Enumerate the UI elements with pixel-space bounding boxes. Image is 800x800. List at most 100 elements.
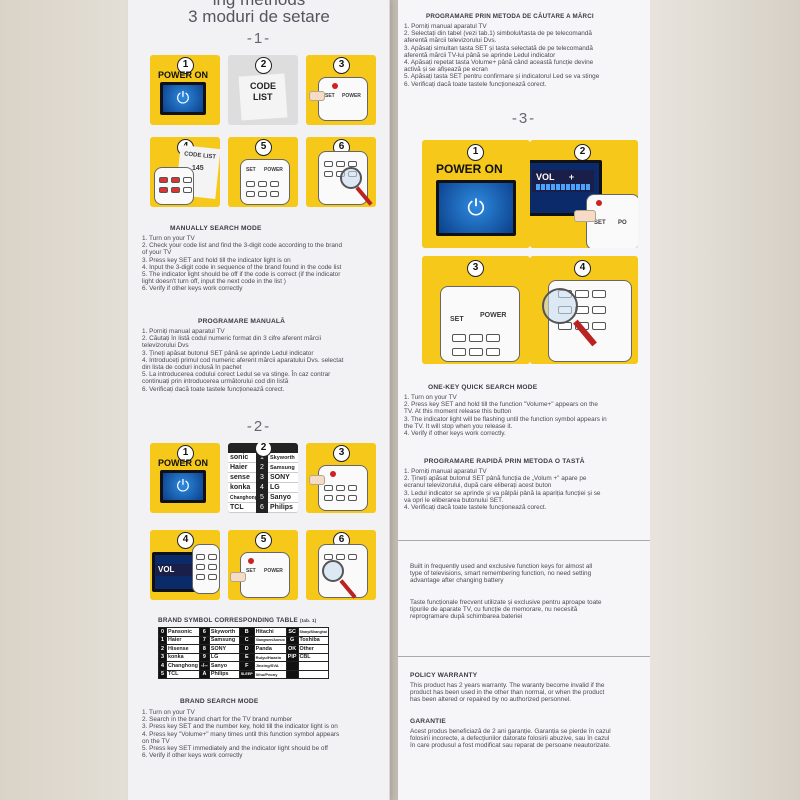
set-label: SET (450, 316, 464, 323)
hand-icon (574, 210, 596, 222)
fold-gap (390, 0, 398, 800)
manual-ro-steps: 1. Porniți manual aparatul TV 2. Căutați… (142, 328, 344, 393)
left-leaflet-page: ing methods 3 moduri de setare -1- 1 POW… (128, 0, 390, 800)
step5-brand-tile: 5 SET POWER (228, 530, 298, 600)
brand-mode-title: BRAND SEARCH MODE (180, 698, 259, 705)
brand-list-left: sonic Haier sense konka Changhong TCL (228, 453, 258, 513)
step-number: 4 (574, 260, 591, 277)
builtin-ro: Taste funcționale frecvent utilizate și … (410, 599, 602, 621)
header-title: 3 moduri de setare (188, 7, 330, 26)
step2-tile: 2 CODE LIST (228, 55, 298, 125)
magnifier-icon (340, 167, 362, 189)
step-number: 4 (177, 532, 194, 549)
power-label: POWER (342, 93, 361, 99)
hand-icon (309, 91, 325, 101)
power-label: POWER (264, 167, 283, 173)
led-indicator-icon (248, 558, 254, 564)
garantie-title: GARANTIE (410, 718, 447, 725)
led-indicator-icon (596, 200, 602, 206)
list-label: LIST (253, 92, 273, 102)
manual-en-steps: 1. Turn on your TV 2. Check your code li… (142, 235, 343, 293)
onekey-step1-tile: 1 POWER ON ⏻ (422, 140, 530, 248)
brand-ro-steps: 1. Porniți manual aparatul TV 2. Selecta… (404, 23, 600, 88)
step-number: 1 (177, 57, 194, 74)
remote-icon (318, 77, 368, 121)
policy-text: This product has 2 years warranty. The w… (410, 682, 605, 704)
background-left (0, 0, 128, 800)
onekey-step3-tile: 3 SET POWER (422, 256, 530, 364)
tv-icon: ⏻ (436, 180, 516, 236)
step-number: 5 (255, 532, 272, 549)
step3-brand-tile: 3 (306, 443, 376, 513)
tv-icon: ⏻ (160, 82, 206, 115)
step-number: 5 (255, 139, 272, 156)
tv-icon: ⏻ (160, 470, 206, 503)
policy-title: POLICY WARRANTY (410, 672, 478, 679)
right-leaflet-page: PROGRAMARE PRIN METODA DE CĂUTARE A MĂRC… (398, 0, 650, 800)
builtin-en: Built in frequently used and exclusive f… (410, 563, 593, 585)
set-label: SET (246, 167, 256, 173)
step3-tile: 3 SET POWER (306, 55, 376, 125)
section1-number: -1- (246, 30, 272, 47)
step1-tile: 1 POWER ON ⏻ (150, 55, 220, 125)
magnifier-icon (322, 560, 344, 582)
onekey-step2-tile: 2 VOL + SET PO (530, 140, 638, 248)
volume-bar: VOL + (532, 170, 594, 192)
manual-ro-title: PROGRAMARE MANUALĂ (198, 318, 286, 325)
manual-en-title: MANUALLY SEARCH MODE (170, 225, 262, 232)
led-indicator-icon (332, 83, 338, 89)
step4-tile: 4 CODE LIST 145 (150, 137, 220, 207)
section2-number: -2- (246, 418, 272, 435)
garantie-text: Acest produs beneficiază de 2 ani garanț… (410, 728, 611, 750)
divider (398, 656, 650, 657)
step-number: 3 (467, 260, 484, 277)
set-label: SET (325, 93, 335, 99)
led-indicator-icon (330, 471, 336, 477)
remote-icon (154, 167, 194, 205)
code-label: CODE (250, 81, 277, 91)
onekey-en-title: ONE-KEY QUICK SEARCH MODE (428, 384, 538, 391)
onekey-en-steps: 1. Turn on your TV 2. Press key SET and … (404, 394, 607, 438)
magnifier-icon (542, 288, 578, 324)
onekey-ro-steps: 1. Porniți manual aparatul TV 2. Țineți … (404, 468, 601, 512)
step4-brand-tile: 4 VOL (150, 530, 220, 600)
onekey-step4-tile: 4 (530, 256, 638, 364)
power-on-label: POWER ON (436, 162, 503, 176)
section3-number: -3- (511, 110, 537, 127)
step-number: 2 (574, 144, 591, 161)
step-number: 2 (255, 57, 272, 74)
step-number: 2 (255, 443, 272, 457)
code-145-label: 145 (192, 165, 204, 172)
step5-tile: 5 SET POWER (228, 137, 298, 207)
set-label: SET (246, 568, 256, 574)
divider (398, 540, 650, 541)
brand-list-numbers: 1 2 3 4 5 6 (260, 454, 264, 511)
brand-mode-steps: 1. Turn on your TV 2. Search in the bran… (142, 709, 340, 760)
step-number: 3 (333, 57, 350, 74)
hand-icon (309, 475, 325, 485)
brand-ro-title: PROGRAMARE PRIN METODA DE CĂUTARE A MĂRC… (426, 13, 594, 20)
step-number: 3 (333, 445, 350, 462)
power-label: POWER (480, 312, 507, 319)
brand-list-right: Skyworth Samsung SONY LG Sanyo Philips (268, 453, 298, 513)
power-on-label: POWER ON (158, 70, 209, 80)
po-label: PO (618, 220, 627, 226)
power-label: POWER (264, 568, 283, 574)
background-right (650, 0, 800, 800)
header-fragment: ing methods (128, 0, 389, 10)
set-label: SET (594, 220, 606, 226)
volume-bar: VOL (156, 564, 194, 576)
step6-brand-tile: 6 (306, 530, 376, 600)
step-number: 1 (177, 445, 194, 462)
step2-brand-list-tile: sonic Haier sense konka Changhong TCL 1 … (228, 443, 298, 513)
onekey-ro-title: PROGRAMARE RAPIDĂ PRIN METODA O TASTĂ (424, 458, 585, 465)
step1-brand-tile: 1 POWER ON ⏻ (150, 443, 220, 513)
step-number: 1 (467, 144, 484, 161)
